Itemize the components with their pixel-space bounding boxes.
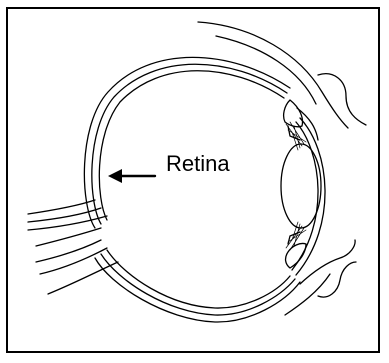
left-arrow-icon [108, 169, 155, 183]
lower-lid-fold [318, 262, 356, 297]
eyeball-walls [84, 57, 300, 322]
iris-lower [286, 232, 306, 268]
brow-fold [318, 74, 366, 125]
retina-inner [99, 71, 284, 220]
retina-label: Retina [166, 153, 230, 175]
sclera-middle [92, 64, 287, 224]
upper-lid-inner [216, 36, 316, 104]
sclera-outer [84, 57, 290, 228]
lower-wall-inner [107, 250, 290, 308]
zonules [286, 122, 306, 250]
lens [281, 144, 321, 228]
lower-lid-inner [285, 274, 330, 315]
upper-lid [198, 22, 348, 128]
